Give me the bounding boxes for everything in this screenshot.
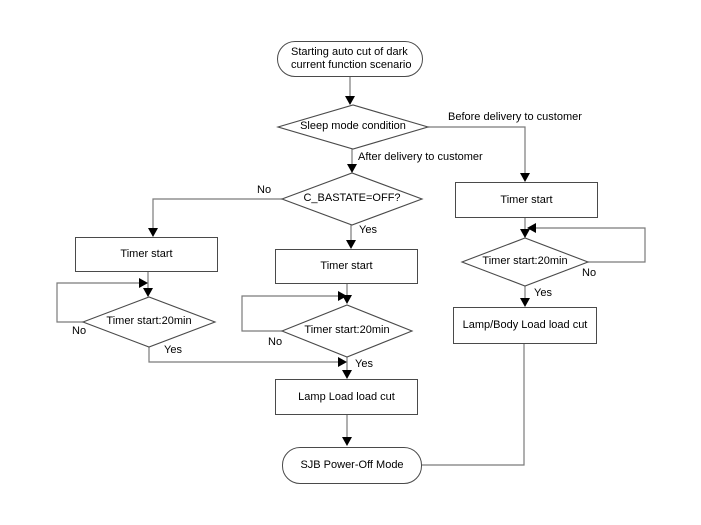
edge-label-right-yes: Yes [534,287,552,299]
edge-label-cbastate-yes: Yes [359,224,377,236]
terminator-start-label: Starting auto cut of dark current functi… [291,46,412,71]
edge-label-left-yes: Yes [164,344,182,356]
process-lamp-body-load-cut: Lamp/Body Load load cut [453,307,597,344]
arrowhead-center-yes [342,370,352,379]
arrowhead-lamp-to-sjb [342,437,352,446]
decision-timer20-center-shape [280,304,414,358]
terminator-start: Starting auto cut of dark current functi… [277,41,423,77]
decision-cbastate-shape [280,172,424,226]
edge-center-no-loop [241,295,338,332]
edge-label-center-yes: Yes [355,358,373,370]
edge-label-before-delivery: Before delivery to customer [448,111,582,123]
edge-label-cbastate-no: No [257,184,272,196]
arrowhead-center-loop [338,291,347,301]
edge-sleep-before-delivery [428,126,526,174]
edge-label-left-no: No [72,325,87,337]
arrowhead-left-loop [139,278,148,288]
terminator-sjb-power-off-label: SJB Power-Off Mode [300,459,404,471]
arrowhead-before-delivery [520,173,530,182]
edge-lampbody-to-sjb [422,344,525,466]
decision-timer20-right-label: Timer start:20min [482,255,568,267]
process-lamp-load-cut: Lamp Load load cut [275,379,418,415]
process-timer-start-left-label: Timer start [120,248,173,260]
decision-timer20-right-shape [460,237,590,287]
edge-label-right-no: No [582,267,597,279]
edge-label-center-no: No [268,336,283,348]
edge-left-yes [148,347,338,363]
process-timer-start-center-label: Timer start [320,260,373,272]
decision-sleep-label: Sleep mode condition [300,120,406,132]
arrowhead-cbastate-yes [346,240,356,249]
arrowhead-start-to-sleep [345,96,355,105]
process-timer-start-right: Timer start [455,182,598,218]
process-timer-start-left: Timer start [75,237,218,272]
edge-cbastate-no [152,198,282,229]
arrowhead-left-yes [338,357,347,367]
decision-timer20-left-shape [81,296,217,348]
arrowhead-right-yes [520,298,530,307]
process-timer-start-right-label: Timer start [500,193,553,206]
arrowhead-after-delivery [347,164,357,173]
edge-right-no-loop [536,227,646,263]
decision-timer20-center-label: Timer start:20min [304,324,390,336]
edge-left-no-loop [56,282,139,323]
decision-sleep-shape [276,104,430,150]
edge-label-after-delivery: After delivery to customer [358,151,483,163]
decision-timer20-left-label: Timer start:20min [106,315,192,327]
process-lamp-load-cut-label: Lamp Load load cut [298,390,395,403]
arrowhead-right-loop [527,223,536,233]
process-timer-start-center: Timer start [275,249,418,284]
arrowhead-cbastate-no [148,228,158,237]
terminator-sjb-power-off: SJB Power-Off Mode [282,447,422,484]
decision-cbastate-label: C_BASTATE=OFF? [303,192,401,204]
arrowhead-timerleft-down [143,288,153,297]
arrowhead-timerright-down [520,229,530,238]
process-lamp-body-load-cut-label: Lamp/Body Load load cut [462,319,588,331]
